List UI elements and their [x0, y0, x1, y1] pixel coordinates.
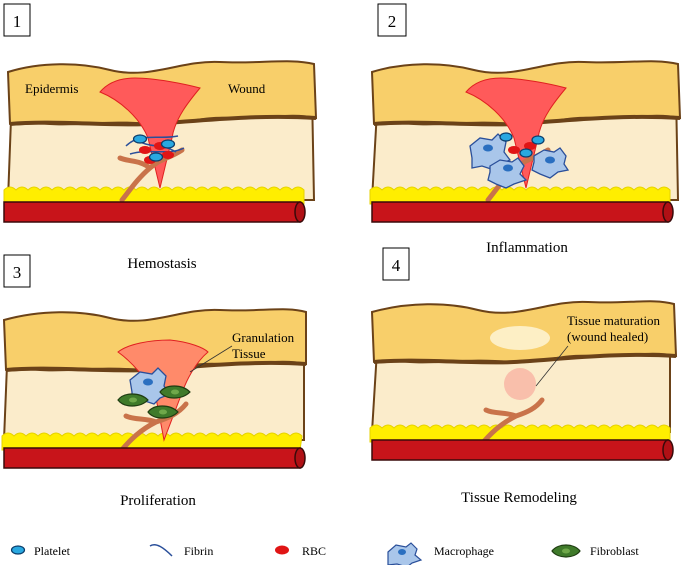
legend-label: Macrophage	[434, 544, 494, 558]
stage-title-proliferation: Proliferation	[120, 493, 196, 509]
wound	[465, 77, 567, 189]
panel-proliferation: 3 Granulation Tissue Proliferation	[1, 254, 307, 509]
platelet-cluster	[132, 134, 176, 162]
panel-number: 4	[392, 256, 401, 275]
stage-title-tissue-remodeling: Tissue Remodeling	[461, 490, 577, 506]
legend-item-platelet: Platelet	[10, 544, 71, 558]
panel-hemostasis: 1 Epidermis Wound Hemostasis	[3, 3, 318, 272]
matured-dermis	[504, 368, 536, 400]
platelet-icon	[10, 545, 26, 555]
fat-layer	[369, 424, 671, 443]
wound	[99, 77, 201, 189]
label-tissue-maturation: Tissue maturation	[567, 313, 661, 328]
panel-tissue-remodeling: 4 Tissue maturation (wound healed) Tissu…	[369, 247, 678, 506]
legend: Platelet Fibrin RBC Macrophage Fibroblas…	[10, 542, 639, 565]
panel-number-box	[3, 254, 31, 288]
blood-vessel	[3, 447, 306, 469]
blood-vessel	[371, 201, 674, 223]
panel-number: 1	[13, 12, 22, 31]
panel-number-box	[3, 3, 31, 37]
fat-layer	[3, 186, 305, 205]
label-wound-healed: (wound healed)	[567, 329, 648, 344]
legend-item-fibrin: Fibrin	[149, 544, 213, 558]
label-granulation: Granulation	[232, 330, 295, 345]
rbc-icon	[275, 545, 289, 555]
capillary	[477, 397, 545, 449]
legend-item-rbc: RBC	[275, 544, 326, 558]
fibrin-icon	[149, 544, 173, 557]
fat-layer	[1, 432, 303, 451]
rbc-cluster	[508, 142, 536, 154]
label-tissue: Tissue	[232, 346, 266, 361]
legend-item-macrophage: Macrophage	[387, 542, 494, 565]
stage-title-hemostasis: Hemostasis	[127, 256, 196, 272]
maturation-pointer	[535, 345, 569, 387]
stage-title-inflammation: Inflammation	[486, 240, 568, 256]
panel-number: 2	[388, 12, 397, 31]
capillary	[117, 401, 189, 455]
platelet-cluster	[499, 132, 545, 158]
legend-label: RBC	[302, 544, 326, 558]
panel-number: 3	[13, 263, 22, 282]
matured-epidermis	[490, 326, 550, 350]
panel-number-box	[377, 3, 407, 37]
panel-number-box	[382, 247, 410, 281]
legend-label: Platelet	[34, 544, 71, 558]
fat-layer	[369, 186, 671, 205]
legend-label: Fibroblast	[590, 544, 639, 558]
macrophage-cluster	[469, 133, 570, 189]
legend-item-fibroblast: Fibroblast	[551, 544, 639, 558]
panel-inflammation: 2 Inflammation	[369, 3, 682, 256]
legend-label: Fibrin	[184, 544, 213, 558]
label-epidermis: Epidermis	[25, 81, 78, 96]
blood-vessel	[3, 201, 306, 223]
blood-vessel	[371, 439, 674, 461]
macrophage-nuclei	[483, 144, 555, 172]
granulation-pointer	[189, 345, 233, 373]
label-wound: Wound	[228, 81, 266, 96]
